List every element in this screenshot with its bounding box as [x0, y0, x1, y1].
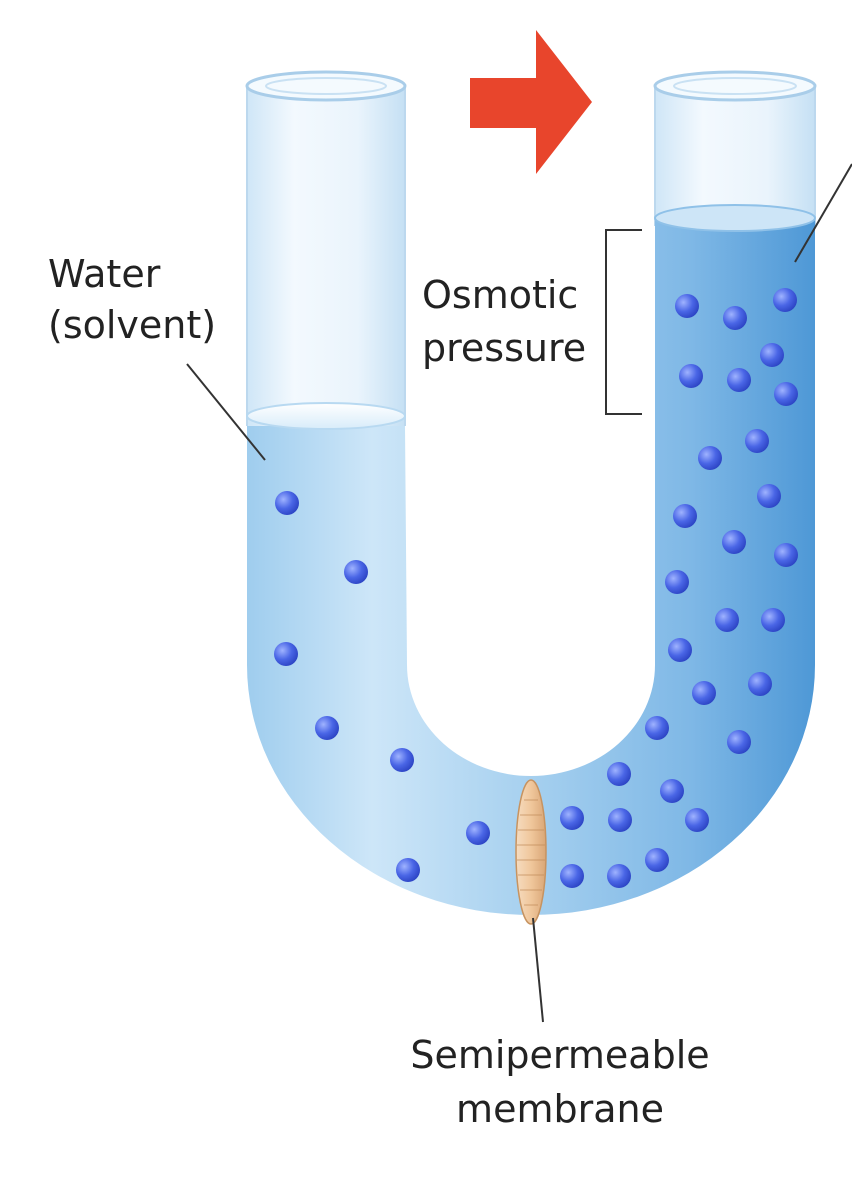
solute-particle [774, 543, 798, 567]
solute-particle [761, 608, 785, 632]
solute-particle [727, 730, 751, 754]
solute-particle [660, 779, 684, 803]
solute-particle [396, 858, 420, 882]
solute-particle [685, 808, 709, 832]
u-tube-glass [246, 86, 816, 426]
solute-particle [692, 681, 716, 705]
solute-particle [645, 848, 669, 872]
osmotic-pressure-bracket [605, 229, 642, 415]
right-tube-rim-inner [673, 77, 797, 95]
solute-particle [274, 642, 298, 666]
solute-particle [679, 364, 703, 388]
solute-particle [275, 491, 299, 515]
solute-particles-left [274, 491, 490, 882]
water-label-line1: Water [48, 252, 161, 296]
solute-particles-right [560, 288, 798, 888]
solution-liquid [247, 220, 815, 915]
solute-particle [608, 808, 632, 832]
solute-particle [668, 638, 692, 662]
osmotic-label-line1: Osmotic [422, 273, 578, 317]
solute-particle [315, 716, 339, 740]
water-label: Water (solvent) [48, 252, 216, 347]
membrane-leader-line [532, 917, 544, 1023]
solute-particle [607, 864, 631, 888]
membrane-texture [517, 799, 545, 906]
solute-particle [745, 429, 769, 453]
water-leader-line [186, 363, 266, 461]
water-label-line2: (solvent) [48, 303, 216, 347]
solute-particle [560, 864, 584, 888]
left-tube-rim-inner [265, 77, 387, 95]
solute-particle [344, 560, 368, 584]
left-liquid-surface [246, 402, 406, 430]
solute-particle [773, 288, 797, 312]
solute-particle [723, 306, 747, 330]
solute-particle [645, 716, 669, 740]
right-arrow-icon [470, 30, 592, 174]
solute-particle [774, 382, 798, 406]
solute-particle [748, 672, 772, 696]
membrane-label: Semipermeable membrane [410, 1033, 709, 1131]
solute-particle [675, 294, 699, 318]
membrane-label-line1: Semipermeable [410, 1033, 709, 1077]
solute-particle [722, 530, 746, 554]
solution-leader-line [794, 163, 852, 263]
solute-particle [727, 368, 751, 392]
solute-particle [715, 608, 739, 632]
solute-particle [560, 806, 584, 830]
membrane-label-line2: membrane [456, 1087, 664, 1131]
solute-particle [673, 504, 697, 528]
solute-particle [665, 570, 689, 594]
left-tube-rim [245, 70, 407, 102]
solute-particle [698, 446, 722, 470]
solute-particle [390, 748, 414, 772]
solute-particle [607, 762, 631, 786]
semipermeable-membrane [515, 779, 547, 925]
solute-particle [757, 484, 781, 508]
right-tube-rim [653, 70, 817, 102]
solute-particle [466, 821, 490, 845]
right-liquid-surface [654, 204, 816, 232]
osmotic-pressure-label: Osmotic pressure [422, 273, 586, 370]
solute-particle [760, 343, 784, 367]
osmotic-label-line2: pressure [422, 326, 586, 370]
